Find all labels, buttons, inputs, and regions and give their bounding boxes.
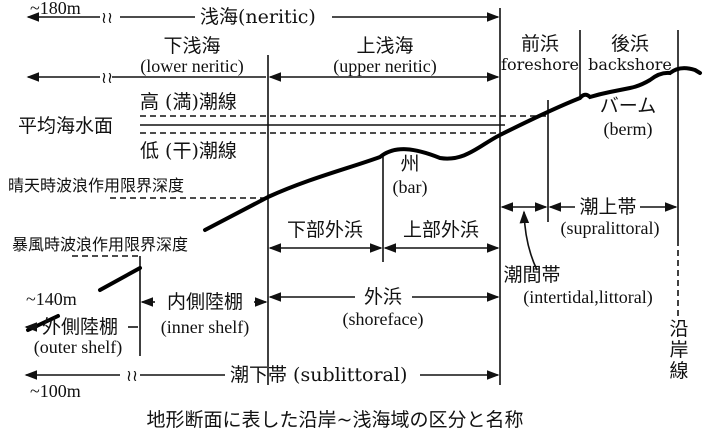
- neritic-label: 浅海(neritic): [200, 6, 316, 28]
- supralittoral-en: (supralittoral): [561, 218, 660, 239]
- backshore-en: backshore: [588, 55, 672, 74]
- coastline-label-3: 線: [669, 360, 688, 382]
- sublittoral-label: 潮下帯 (sublittoral): [230, 364, 407, 386]
- low-tide-label: 低 (干)潮線: [140, 140, 237, 162]
- coastline-label-1: 沿: [669, 318, 688, 340]
- axis-break-icon: ≀≀: [126, 366, 138, 385]
- shoreface-jp: 外浜: [364, 286, 402, 308]
- backshore-jp: 後浜: [611, 33, 649, 55]
- foreshore-jp: 前浜: [521, 33, 559, 55]
- high-tide-label: 高 (満)潮線: [140, 91, 237, 113]
- lower-neritic-jp: 下浅海: [163, 35, 220, 57]
- lower-shoreface-label: 下部外浜: [287, 219, 363, 241]
- foreshore-en: foreshore: [501, 55, 579, 74]
- upper-neritic-jp: 上浅海: [356, 35, 413, 57]
- upper-neritic-en: (upper neritic): [333, 56, 436, 77]
- supralittoral-jp: 潮上帯: [579, 196, 636, 218]
- intertidal-en: (intertidal,littoral): [523, 287, 652, 308]
- axis-break-icon: ≀≀: [101, 68, 113, 87]
- seafloor-profile: [203, 66, 702, 232]
- outer-shelf-jp: 外側陸棚: [42, 316, 118, 338]
- storm-wave-base-label: 暴風時波浪作用限界深度: [12, 235, 188, 254]
- coastline-label-2: 岸: [669, 339, 688, 361]
- seafloor-profile: [98, 266, 142, 292]
- mean-sea-level-label: 平均海水面: [18, 115, 113, 137]
- bar-en: (bar): [393, 177, 428, 198]
- intertidal-pointer-arrow: [519, 210, 538, 271]
- shoreface-en: (shoreface): [343, 309, 424, 330]
- figure-caption: 地形断面に表した沿岸~浅海域の区分と名称: [147, 409, 524, 431]
- outer-shelf-en: (outer shelf): [34, 337, 122, 358]
- depth-100m-label: ~100m: [30, 381, 81, 401]
- depth-180m-label: ~180m: [30, 0, 81, 18]
- lower-neritic-en: (lower neritic): [140, 56, 243, 77]
- depth-140m-label: ~140m: [26, 289, 77, 309]
- upper-shoreface-label: 上部外浜: [403, 219, 479, 241]
- intertidal-jp: 潮間帯: [503, 264, 560, 286]
- inner-shelf-jp: 内側陸棚: [167, 291, 243, 313]
- fair-weather-wave-base-label: 晴天時波浪作用限界深度: [8, 176, 184, 195]
- axis-break-icon: ≀≀: [101, 8, 113, 27]
- berm-jp: バーム: [600, 95, 656, 117]
- inner-shelf-en: (inner shelf): [161, 317, 249, 338]
- berm-en: (berm): [604, 119, 653, 140]
- bar-jp: 州: [400, 153, 419, 175]
